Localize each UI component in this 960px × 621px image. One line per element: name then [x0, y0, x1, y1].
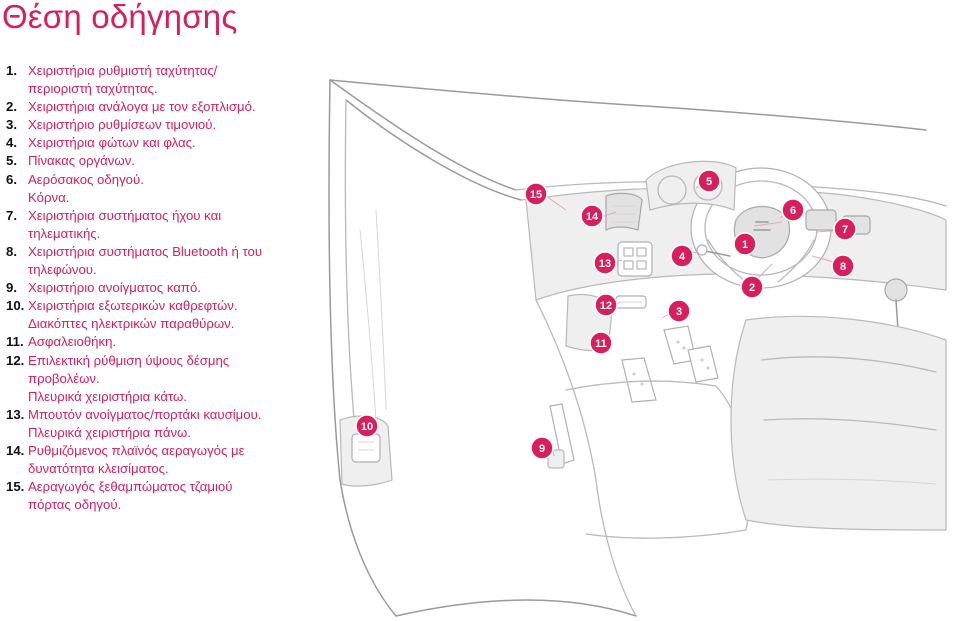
legend-item-text: προβολέων. [28, 370, 100, 386]
legend-list: 1. Χειριστήρια ρυθμιστή ταχύτητας/περιορι… [6, 62, 326, 514]
legend-item: 6. Αερόσακος οδηγού. Κόρνα. [6, 171, 326, 207]
svg-text:4: 4 [679, 251, 686, 263]
legend-item-number: 4. [6, 135, 17, 151]
legend-item: 11.Ασφαλειοθήκη. [6, 333, 326, 351]
legend-item-text: δυνατότητα κλεισίματος. [28, 461, 169, 477]
legend-item-number: 1. [6, 63, 17, 78]
legend-item-text: Χειριστήρια ρυθμιστή ταχύτητας/ [28, 63, 218, 78]
legend-item-text: περιοριστή ταχύτητας. [28, 81, 158, 97]
legend-item-number: 3. [6, 117, 17, 133]
legend-item-number: 5. [6, 153, 17, 169]
svg-text:6: 6 [790, 205, 796, 217]
legend-item-text: Πλευρικά χειριστήρια πάνω. [28, 424, 192, 440]
legend-item-text: Κόρνα. [28, 189, 70, 205]
svg-text:5: 5 [706, 176, 712, 188]
callout-6: 6 [781, 198, 805, 222]
legend-item: 14.Ρυθμιζόμενος πλαϊνός αεραγωγός με δυνα… [6, 442, 326, 478]
legend-item-text: Χειριστήρια συστήματος Bluetooth ή του [28, 243, 263, 259]
legend-item: 12.Επιλεκτική ρύθμιση ύψους δέσμης προβολ… [6, 352, 326, 406]
legend-item-number: 15. [6, 479, 25, 495]
legend-item: 8. Χειριστήρια συστήματος Bluetooth ή του… [6, 243, 326, 279]
legend-item-text: Ασφαλειοθήκη. [28, 334, 117, 350]
legend-item-text: Χειριστήρια ανάλογα με τον εξοπλισμό. [28, 99, 256, 115]
legend-item-number: 6. [6, 171, 17, 187]
driver-cabin-illustration: 1 2 3 4 5 6 7 8 9 10 11 12 13 14 15 [328, 79, 947, 617]
legend-item-number: 13. [6, 406, 25, 422]
callout-14: 14 [580, 204, 604, 228]
legend-item-text: Διακόπτες ηλεκτρικών παραθύρων. [28, 316, 235, 332]
legend-item-number: 10. [6, 298, 25, 314]
svg-text:13: 13 [599, 258, 611, 270]
callout-4: 4 [670, 244, 694, 268]
legend-item-text: Χειριστήριο ανοίγματος καπό. [28, 280, 201, 296]
legend-item-number: 12. [6, 352, 25, 368]
svg-text:3: 3 [676, 306, 682, 318]
page-title: Θέση οδήγησης [2, 0, 238, 35]
legend-item-number: 14. [6, 442, 25, 458]
legend-item-text: Επιλεκτική ρύθμιση ύψους δέσμης [28, 352, 230, 368]
svg-text:9: 9 [539, 443, 545, 455]
legend-item: 13.Μπουτόν ανοίγματος/πορτάκι καυσίμου. Π… [6, 406, 326, 442]
callout-10: 10 [355, 414, 379, 438]
legend-item-text: Χειριστήρια φώτων και φλας. [28, 135, 196, 151]
legend-item-text: Χειριστήρια συστήματος ήχου και [28, 207, 222, 223]
legend-item-text: Ρυθμιζόμενος πλαϊνός αεραγωγός με [28, 442, 245, 458]
callout-9: 9 [530, 436, 554, 460]
legend-item-number: 8. [6, 243, 17, 259]
callout-5: 5 [697, 169, 721, 193]
svg-text:8: 8 [840, 261, 846, 273]
legend-item: 3. Χειριστήριο ρυθμίσεων τιμονιού. [6, 116, 326, 134]
callout-13: 13 [593, 251, 617, 275]
legend-item: 2. Χειριστήρια ανάλογα με τον εξοπλισμό. [6, 98, 326, 116]
legend-item-text: Πλευρικά χειριστήρια κάτω. [28, 388, 187, 404]
legend-item: 7. Χειριστήρια συστήματος ήχου και τηλεματ… [6, 207, 326, 243]
callout-3: 3 [667, 299, 691, 323]
callout-11: 11 [589, 331, 613, 355]
legend-item-number: 2. [6, 99, 17, 115]
legend-item-text: πόρτας οδηγού. [28, 497, 122, 513]
legend-item: 1. Χειριστήρια ρυθμιστή ταχύτητας/περιορι… [6, 62, 326, 98]
legend-item-number: 9. [6, 280, 17, 296]
legend-item-text: Χειριστήρια εξωτερικών καθρεφτών. [28, 298, 238, 314]
svg-text:11: 11 [595, 338, 607, 350]
legend-item-text: τηλεματικής. [28, 225, 101, 241]
legend-item: 15.Αεραγωγός ξεθαμπώματος τζαμιού πόρτας … [6, 478, 326, 514]
svg-text:2: 2 [749, 282, 755, 294]
svg-text:12: 12 [600, 300, 612, 312]
legend-item: 4. Χειριστήρια φώτων και φλας. [6, 134, 326, 152]
svg-text:1: 1 [742, 239, 748, 251]
svg-text:7: 7 [842, 224, 848, 236]
legend-item-text: Αεραγωγός ξεθαμπώματος τζαμιού [28, 479, 233, 495]
legend-item-text: τηλεφώνου. [28, 262, 97, 278]
legend-item-text: Χειριστήριο ρυθμίσεων τιμονιού. [28, 117, 217, 133]
svg-text:10: 10 [361, 421, 373, 433]
legend-item-text: Πίνακας οργάνων. [28, 153, 135, 169]
legend-item-text: Αερόσακος οδηγού. [28, 171, 144, 187]
svg-text:14: 14 [586, 211, 599, 223]
legend-item-number: 11. [6, 334, 24, 350]
legend-item: 10.Χειριστήρια εξωτερικών καθρεφτών. Διακ… [6, 297, 326, 333]
callout-7: 7 [833, 217, 857, 241]
svg-text:15: 15 [530, 189, 542, 201]
legend-item-number: 7. [6, 207, 17, 223]
legend-item: 5. Πίνακας οργάνων. [6, 152, 326, 170]
callout-2: 2 [740, 275, 764, 299]
callout-8: 8 [831, 254, 855, 278]
callout-12: 12 [594, 293, 618, 317]
callout-1: 1 [733, 232, 757, 256]
legend-item: 9. Χειριστήριο ανοίγματος καπό. [6, 279, 326, 297]
callout-15: 15 [524, 182, 548, 206]
legend-item-text: Μπουτόν ανοίγματος/πορτάκι καυσίμου. [28, 406, 262, 422]
